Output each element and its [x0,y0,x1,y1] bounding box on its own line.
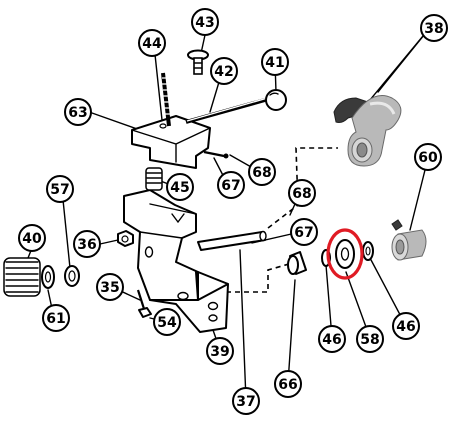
callout-label: 43 [195,15,214,31]
knob-part-43 [187,49,209,75]
callout-label: 67 [294,225,313,241]
callout-label: 35 [100,280,119,296]
callout-67-upper: 67 [217,171,245,199]
callout-40: 40 [18,224,46,252]
bolt-part-35 [136,289,152,318]
callout-label: 40 [22,231,42,247]
callout-39: 39 [206,337,234,365]
callout-label: 38 [424,21,443,37]
callout-44: 44 [138,29,166,57]
callout-60: 60 [414,143,442,171]
highlight-ring-part-58 [326,228,364,280]
callout-46-right: 46 [392,312,420,340]
callout-38: 38 [420,14,448,42]
callout-label: 45 [170,180,189,196]
photo-part-38 [333,95,402,167]
callout-label: 37 [236,394,255,410]
callout-58: 58 [356,325,384,353]
callout-35: 35 [96,273,124,301]
callout-label: 46 [322,332,341,348]
callout-label: 67 [221,178,240,194]
upper-block-part-63 [131,115,211,169]
callout-label: 44 [142,36,162,52]
shaft-part-42 [185,96,273,124]
callout-54: 54 [153,308,181,336]
callout-67-lower: 67 [290,218,318,246]
callout-41: 41 [261,48,289,76]
assembly-dashed-lines [177,147,338,293]
callout-label: 36 [77,237,96,253]
callout-36: 36 [73,230,101,258]
callout-37: 37 [232,387,260,415]
callout-label: 61 [46,311,65,327]
photo-part-60 [391,219,427,261]
callout-66: 66 [274,370,302,398]
callout-label: 66 [278,377,297,393]
nut-part-36 [117,230,134,247]
callout-61: 61 [42,304,70,332]
callout-68-lower: 68 [288,179,316,207]
pin-part-37 [197,230,267,251]
main-bracket-part-39 [123,189,229,333]
callout-label: 42 [214,64,233,80]
callout-label: 63 [68,105,87,121]
callout-43: 43 [191,8,219,36]
callout-label: 68 [292,186,311,202]
pin-clip-parts-67-68 [203,150,229,159]
callout-46-left: 46 [318,325,346,353]
callout-label: 54 [157,315,177,331]
callout-label: 57 [50,182,69,198]
bushing-part-66 [287,251,307,275]
washers-parts-57-61 [41,265,80,289]
callout-label: 41 [265,55,284,71]
callout-label: 39 [210,344,229,360]
spring-part-40 [3,257,41,297]
callout-68-upper: 68 [248,158,276,186]
washers-parts-46-58-46 [321,239,374,269]
callout-label: 60 [418,150,438,166]
ball-part-41 [265,89,287,111]
callout-label: 58 [360,332,379,348]
callout-45: 45 [166,173,194,201]
threaded-rod-part-44 [161,72,172,127]
callout-42: 42 [210,57,238,85]
small-spring-part-45 [145,167,163,191]
callout-label: 46 [396,319,415,335]
callout-63: 63 [64,98,92,126]
callout-57: 57 [46,175,74,203]
callout-label: 68 [252,165,271,181]
